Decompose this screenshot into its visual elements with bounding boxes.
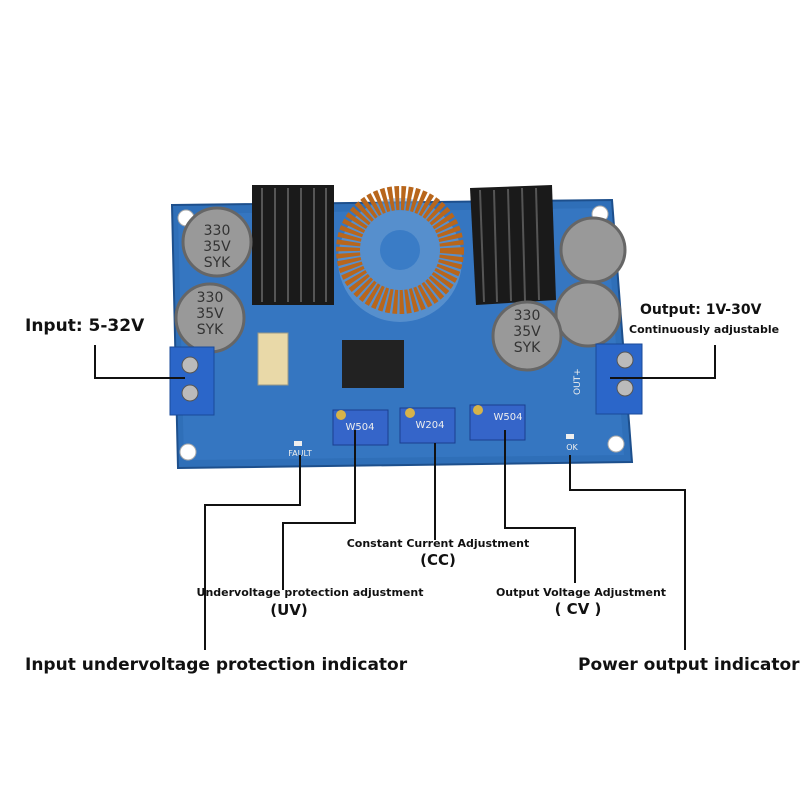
cap-label: SYK: [514, 340, 541, 356]
uv-leader: [282, 430, 356, 590]
fault-silkscreen: FAULT: [288, 449, 312, 458]
input-indicator-leader: [204, 455, 301, 650]
capacitor: 330 35V SYK: [181, 206, 253, 278]
cc-abbr: (CC): [420, 551, 456, 569]
cap-label: 35V: [196, 306, 224, 322]
cap-label: 330: [514, 308, 541, 324]
input-leader: [94, 345, 185, 379]
cv-label: Output Voltage Adjustment: [495, 586, 667, 599]
cc-label: Constant Current Adjustment: [346, 537, 530, 550]
uv-label: Undervoltage protection adjustment: [196, 586, 424, 599]
cap-label: SYK: [204, 255, 231, 271]
pot-label: W204: [416, 420, 445, 431]
heatsink-left: [252, 185, 334, 305]
capacitor: 330 35V SYK: [491, 300, 563, 372]
cv-leader: [504, 430, 576, 583]
pot-label: W504: [346, 422, 375, 433]
input-terminal: [169, 346, 215, 416]
pot-label: W504: [494, 412, 523, 423]
cap-label: 330: [204, 223, 231, 239]
potentiometer-cc: W204: [399, 407, 456, 444]
power-indicator-label: Power output indicator: [578, 655, 800, 675]
potentiometer-cv: W504: [469, 404, 526, 441]
ok-led: [566, 434, 574, 439]
output-leader: [610, 345, 716, 379]
cap-label: 35V: [203, 239, 231, 255]
input-label: Input: 5-32V: [25, 316, 145, 336]
cap-label: SYK: [197, 322, 224, 338]
capacitor: [559, 216, 627, 284]
potentiometer-uv: W504: [332, 409, 389, 446]
fault-led: [294, 441, 302, 446]
power-indicator-leader: [569, 455, 686, 650]
uv-abbr: (UV): [270, 601, 308, 619]
toroid-inductor: [336, 186, 464, 322]
input-indicator-label: Input undervoltage protection indicator: [25, 655, 408, 675]
dip-switch: [257, 332, 289, 386]
heatsink-right: [470, 185, 556, 305]
cap-label: 35V: [513, 324, 541, 340]
controller-ic: [342, 340, 404, 388]
output-label: Output: 1V-30V: [640, 302, 762, 318]
capacitor: 330 35V SYK: [174, 282, 246, 354]
cap-label: 330: [197, 290, 224, 306]
cv-abbr: ( CV ): [554, 600, 602, 618]
leader-lines: [94, 345, 716, 650]
out-silkscreen: OUT+: [573, 368, 583, 395]
output-sublabel: Continuously adjustable: [629, 323, 780, 336]
ok-silkscreen: OK: [566, 443, 578, 452]
capacitor: [554, 280, 622, 348]
